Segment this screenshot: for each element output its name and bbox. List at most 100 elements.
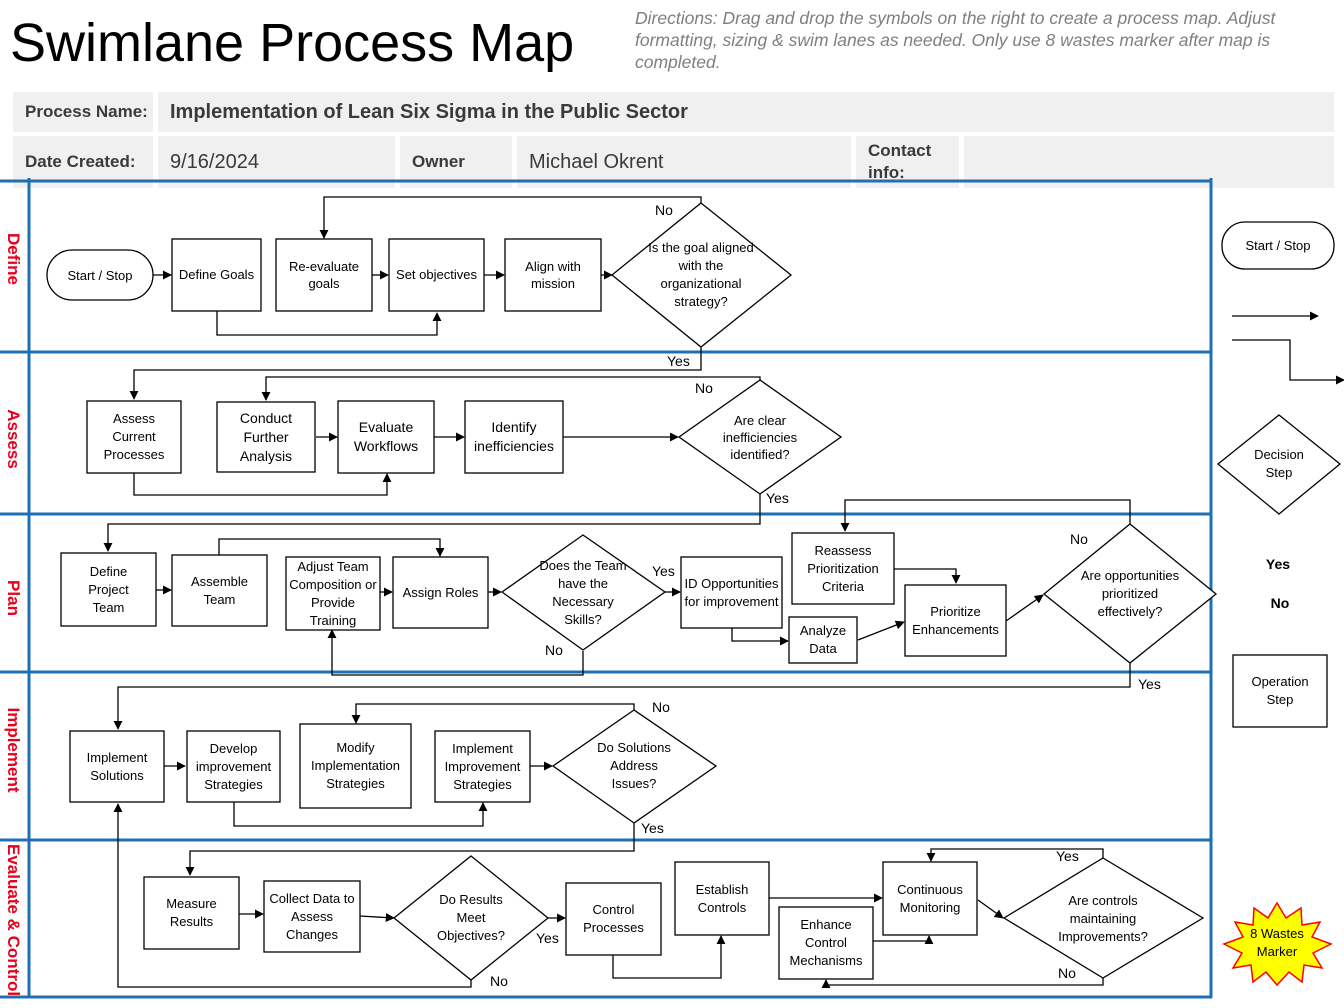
- legend-no-label[interactable]: No: [1271, 595, 1290, 611]
- reevaluate-goals-step[interactable]: [275, 238, 373, 312]
- date-created-value: 9/16/2024: [158, 136, 395, 188]
- control-processes-label: Control Processes: [583, 902, 644, 935]
- goal-aligned-label: Is the goal aligned with the organizatio…: [648, 240, 754, 309]
- start-stop-terminator[interactable]: [46, 249, 154, 301]
- start-stop-label: Start / Stop: [67, 268, 132, 283]
- legend-wastes-marker-shape[interactable]: [1222, 901, 1333, 987]
- legend-wastes-marker-label: 8 Wastes Marker: [1250, 926, 1304, 959]
- define-goals-step[interactable]: [171, 238, 262, 312]
- assemble-team-step[interactable]: [171, 554, 268, 627]
- develop-strategies-label: Develop improvement Strategies: [195, 740, 272, 792]
- lane-label-implement: Implement: [4, 707, 23, 792]
- clear-inefficiencies-decision[interactable]: [677, 379, 843, 495]
- contact-info-value: [964, 136, 1334, 188]
- prioritize-enhancements-label: Prioritize Enhancements: [912, 603, 999, 637]
- no-label-results: No: [490, 973, 508, 989]
- reassess-criteria-label: Reassess Prioritization Criteria: [807, 542, 879, 594]
- establish-controls-label: Establish Controls: [695, 881, 749, 915]
- reassess-criteria-step[interactable]: [791, 532, 895, 605]
- prioritize-enhancements-step[interactable]: [904, 584, 1007, 657]
- lane-label-evaluate-control: Evaluate & Control: [4, 844, 23, 996]
- legend-start-stop-label: Start / Stop: [1245, 238, 1310, 253]
- assemble-team-label: Assemble Team: [190, 573, 249, 607]
- owner-value: Michael Okrent: [517, 136, 851, 188]
- analyze-data-step[interactable]: [788, 616, 858, 664]
- process-name-value: Implementation of Lean Six Sigma in the …: [158, 92, 1334, 132]
- enhance-controls-label: Enhance Control Mechanisms: [789, 917, 863, 968]
- yes-label-solutions: Yes: [641, 820, 664, 836]
- page-title: Swimlane Process Map: [10, 13, 575, 73]
- contact-info-label: Contact info:: [856, 136, 959, 188]
- adjust-team-step[interactable]: [285, 556, 381, 631]
- set-objectives-label: Set objectives: [396, 267, 477, 282]
- conduct-further-label: Conduct Further Analysis: [239, 409, 293, 464]
- define-team-step[interactable]: [60, 552, 157, 627]
- assess-current-label: Assess Current Processes: [103, 411, 165, 462]
- lane-label-assess: Assess: [4, 409, 23, 469]
- owner-label: Owner: [400, 136, 512, 188]
- evaluate-workflows-label: Evaluate Workflows: [353, 419, 419, 454]
- assign-roles-step[interactable]: [392, 556, 489, 629]
- team-skills-decision[interactable]: [500, 534, 667, 651]
- legend-arrow-elbow[interactable]: [1232, 339, 1344, 385]
- no-label-prioritized: No: [1070, 531, 1088, 547]
- enhance-controls-step[interactable]: [778, 906, 874, 980]
- yes-label-prioritized: Yes: [1138, 676, 1161, 692]
- align-mission-label: Align with mission: [525, 259, 581, 291]
- measure-results-label: Measure Results: [166, 896, 217, 929]
- id-opportunities-step[interactable]: [680, 556, 783, 629]
- results-meet-label: Do Results Meet Objectives?: [437, 892, 505, 943]
- analyze-data-label: Analyze Data: [799, 623, 847, 656]
- yes-label-skills: Yes: [652, 563, 675, 579]
- legend-decision-shape[interactable]: [1216, 414, 1342, 515]
- implement-strategies-label: Implement Improvement Strategies: [444, 740, 521, 792]
- no-label-solutions: No: [652, 699, 670, 715]
- yes-label-controls: Yes: [1056, 848, 1079, 864]
- solutions-address-decision[interactable]: [551, 709, 718, 824]
- legend-yes-label[interactable]: Yes: [1266, 556, 1290, 572]
- no-label-skills: No: [545, 642, 563, 658]
- id-opportunities-label: ID Opportunities for improvement: [684, 575, 779, 609]
- assess-current-step[interactable]: [86, 400, 182, 474]
- implement-solutions-label: Implement Solutions: [86, 749, 148, 783]
- legend-start-stop-shape[interactable]: [1221, 221, 1335, 270]
- modify-strategies-label: Modify Implementation Strategies: [311, 740, 400, 791]
- adjust-team-label: Adjust Team Composition or Provide Train…: [289, 558, 377, 628]
- modify-strategies-step[interactable]: [299, 723, 412, 809]
- develop-strategies-step[interactable]: [186, 730, 281, 803]
- continuous-monitoring-step[interactable]: [882, 861, 978, 936]
- no-label-controls: No: [1058, 965, 1076, 981]
- set-objectives-step[interactable]: [388, 238, 485, 312]
- conduct-further-step[interactable]: [216, 401, 316, 473]
- controls-maintaining-decision[interactable]: [1002, 857, 1205, 979]
- define-team-label: Define Project Team: [88, 563, 129, 615]
- date-created-label: Date Created:: [13, 136, 153, 188]
- collect-data-label: Collect Data to Assess Changes: [269, 890, 355, 942]
- lane-label-plan: Plan: [4, 580, 23, 616]
- establish-controls-step[interactable]: [674, 861, 770, 936]
- align-mission-step[interactable]: [504, 238, 602, 312]
- yes-label-results: Yes: [536, 930, 559, 946]
- process-name-label: Process Name:: [13, 92, 153, 132]
- identify-inefficiencies-label: Identify inefficiencies: [474, 419, 554, 454]
- implement-solutions-step[interactable]: [69, 730, 165, 803]
- collect-data-step[interactable]: [263, 880, 361, 953]
- goal-aligned-decision[interactable]: [610, 202, 793, 348]
- controls-maintaining-label: Are controls maintaining Improvements?: [1058, 893, 1148, 944]
- evaluate-workflows-step[interactable]: [337, 400, 435, 474]
- legend-operation-shape[interactable]: [1232, 654, 1328, 728]
- no-label-goal: No: [655, 202, 673, 218]
- implement-strategies-step[interactable]: [434, 730, 531, 803]
- identify-inefficiencies-step[interactable]: [464, 400, 564, 474]
- assign-roles-label: Assign Roles: [402, 584, 479, 600]
- legend-decision-label: Decision Step: [1254, 447, 1304, 480]
- continuous-monitoring-label: Continuous Monitoring: [897, 881, 963, 915]
- control-processes-step[interactable]: [565, 882, 662, 956]
- clear-inefficiencies-label: Are clear inefficiencies identified?: [722, 412, 798, 462]
- no-label-inefficiencies: No: [695, 380, 713, 396]
- yes-label-inefficiencies: Yes: [766, 490, 789, 506]
- measure-results-step[interactable]: [143, 876, 240, 950]
- opportunities-prioritized-decision[interactable]: [1042, 523, 1218, 664]
- results-meet-decision[interactable]: [392, 855, 550, 981]
